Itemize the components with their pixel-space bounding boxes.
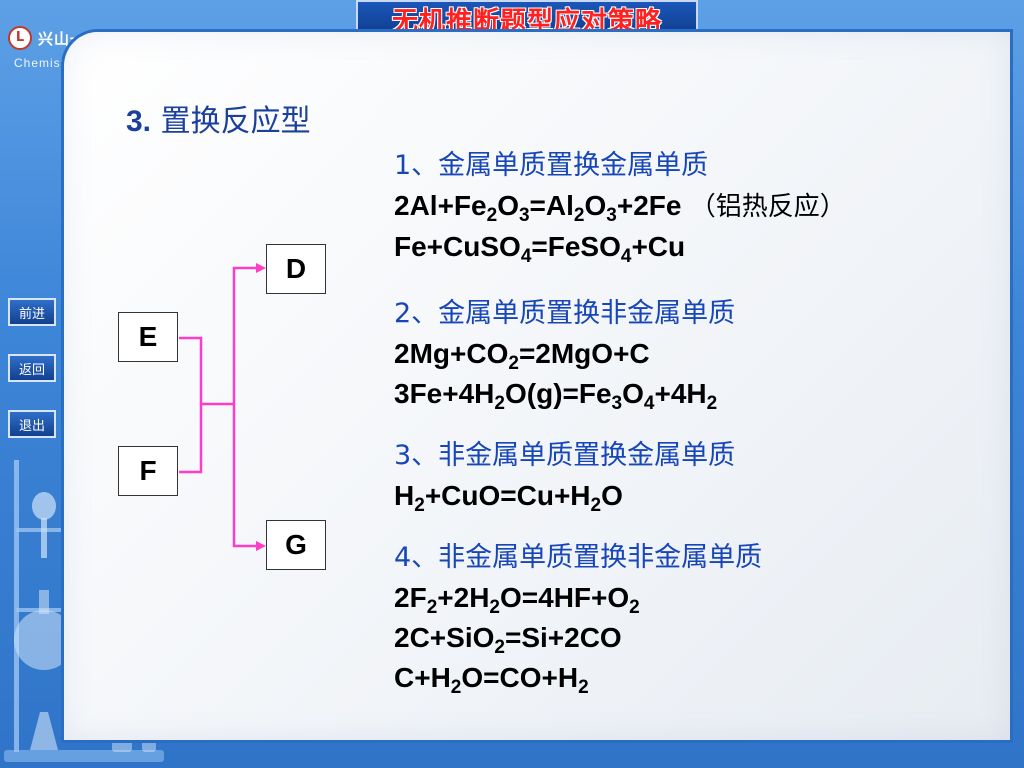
- equation: 2Mg+CO2=2MgO+C: [394, 334, 735, 374]
- logo-subtitle: Chemistry: [14, 56, 78, 70]
- content-panel: [64, 32, 1010, 740]
- equation-text: 2C+SiO: [394, 622, 495, 653]
- equation-subscript: 2: [450, 677, 462, 698]
- equation-text: +Cu: [631, 231, 686, 262]
- box-e: E: [118, 312, 178, 362]
- section-title: 3、非金属单质置换金属单质: [394, 440, 736, 471]
- section-1: 1、金属单质置换金属单质 2Al+Fe2O3=Al2O3+2Fe （铝热反应） …: [394, 146, 846, 267]
- slide-title: 无机推断题型应对策略: [391, 6, 662, 37]
- equation-text: Fe+CuSO: [394, 231, 521, 262]
- equation-text: +4H: [654, 378, 707, 409]
- equation-subscript: 4: [643, 393, 655, 414]
- equation-text: =2MgO+C: [518, 338, 650, 369]
- equation-text: O: [497, 190, 519, 221]
- heading-number: 3.: [126, 105, 152, 138]
- equation-text: +2Fe: [616, 190, 682, 221]
- equation: H2+CuO=Cu+H2O: [394, 476, 735, 516]
- equation-subscript: 2: [494, 637, 505, 658]
- equation-text: =Al: [529, 190, 574, 221]
- equation-subscript: 2: [629, 597, 640, 618]
- heading-text: 置换反应型: [160, 104, 311, 139]
- section-4: 4、非金属单质置换非金属单质 2F2+2H2O=4HF+O2 2C+SiO2=S…: [394, 538, 762, 698]
- equation-subscript: 2: [508, 353, 519, 374]
- section-title: 2、金属单质置换非金属单质: [394, 298, 736, 329]
- equation: Fe+CuSO4=FeSO4+Cu: [394, 227, 846, 267]
- equation-text: 3Fe+4H: [394, 378, 495, 409]
- section-heading: 3. 置换反应型: [126, 96, 311, 140]
- equation: 2Al+Fe2O3=Al2O3+2Fe （铝热反应）: [394, 186, 846, 227]
- box-d: D: [266, 244, 326, 294]
- equation-text: 2Al+Fe: [394, 190, 487, 221]
- exit-button[interactable]: 退出: [8, 410, 56, 438]
- equation-text: +CuO=Cu+H: [424, 480, 591, 511]
- equation-text: =Si+2CO: [504, 622, 622, 653]
- equation-subscript: 2: [486, 205, 498, 226]
- equation-subscript: 3: [518, 205, 530, 226]
- back-button[interactable]: 返回: [8, 354, 56, 382]
- equation-text: +2H: [437, 582, 490, 613]
- equation: 2C+SiO2=Si+2CO: [394, 618, 762, 658]
- box-g: G: [266, 520, 326, 570]
- slide-title-bar: 无机推断题型应对策略: [356, 0, 698, 38]
- equation-text: 2Mg+CO: [394, 338, 509, 369]
- equation-text: O=CO+H: [461, 662, 579, 693]
- section-title: 1、金属单质置换金属单质: [394, 150, 709, 181]
- equation-text: O=4HF+O: [500, 582, 630, 613]
- equation-text: H: [394, 480, 415, 511]
- equation-text: O(g)=Fe: [504, 378, 612, 409]
- equation: 2F2+2H2O=4HF+O2: [394, 578, 762, 618]
- logo-emblem-icon: L: [8, 26, 32, 50]
- equation-subscript: 3: [606, 205, 617, 226]
- section-3: 3、非金属单质置换金属单质 H2+CuO=Cu+H2O: [394, 436, 735, 516]
- equation-text: 2F: [394, 582, 427, 613]
- equation-text: O: [622, 378, 644, 409]
- equation-subscript: 2: [426, 597, 438, 618]
- equation-note: （铝热反应）: [681, 192, 846, 222]
- equation-subscript: 2: [489, 597, 500, 618]
- equation-subscript: 2: [590, 495, 602, 516]
- equation-subscript: 2: [494, 393, 505, 414]
- equation-text: O: [601, 480, 623, 511]
- equation: C+H2O=CO+H2: [394, 658, 762, 698]
- lab-apparatus-icon: [4, 460, 164, 762]
- equation-subscript: 2: [573, 205, 585, 226]
- equation: 3Fe+4H2O(g)=Fe3O4+4H2: [394, 374, 735, 414]
- equation-subscript: 2: [414, 495, 425, 516]
- equation-subscript: 4: [520, 246, 532, 267]
- box-f: F: [118, 446, 178, 496]
- equation-subscript: 2: [578, 677, 589, 698]
- equation-subscript: 4: [620, 246, 632, 267]
- equation-text: =FeSO: [531, 231, 621, 262]
- equation-text: C+H: [394, 662, 451, 693]
- equation-text: O: [584, 190, 607, 221]
- equation-subscript: 2: [706, 393, 718, 414]
- section-title: 4、非金属单质置换非金属单质: [394, 542, 763, 573]
- forward-button[interactable]: 前进: [8, 298, 56, 326]
- section-2: 2、金属单质置换非金属单质 2Mg+CO2=2MgO+C 3Fe+4H2O(g)…: [394, 294, 735, 414]
- equation-subscript: 3: [611, 393, 623, 414]
